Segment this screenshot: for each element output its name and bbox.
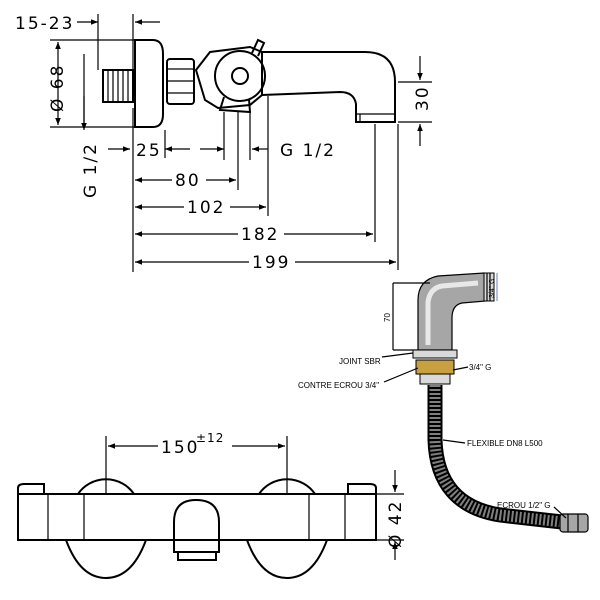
dim-g12-right-label: G 1/2 — [280, 141, 336, 161]
dim-g12-left-label: G 1/2 — [81, 142, 101, 198]
thermostat-bar — [17, 493, 377, 541]
dim-102-label: 102 — [187, 198, 225, 218]
contre-ecrou — [415, 359, 455, 375]
dim-150-tolerance: ±12 — [196, 431, 224, 445]
front-view: 150 ±12 Ø 42 — [17, 431, 406, 580]
right-valve-cap — [258, 478, 316, 495]
hose-detail: 3/4" G 70 JOINT SBR CONTRE ECROU 3/4" 3/… — [298, 272, 589, 533]
dim-d42-label: Ø 42 — [386, 500, 406, 548]
dim-182-label: 182 — [241, 225, 279, 245]
left-valve-cap — [77, 478, 135, 495]
handle-screw — [231, 67, 249, 85]
inlet-thread-lines — [107, 70, 129, 102]
label-joint-sbr: JOINT SBR — [339, 357, 381, 366]
top-view: 15-23 Ø 68 G 1/2 25 G 1/2 80 — [15, 14, 433, 273]
dim-80-label: 80 — [175, 171, 201, 191]
dim-70-label: 70 — [383, 313, 392, 322]
joint-sbr — [412, 349, 458, 359]
dim-25-label: 25 — [136, 141, 162, 161]
dim-d68-label: Ø 68 — [48, 64, 68, 112]
right-end-cap — [347, 483, 377, 494]
dim-15-23-label: 15-23 — [15, 14, 74, 34]
label-contre-ecrou: CONTRE ECROU 3/4" — [298, 381, 379, 390]
bath-spout — [261, 51, 396, 123]
left-end-cap — [17, 483, 45, 494]
handle-lever — [251, 38, 266, 57]
end-nut — [559, 513, 589, 533]
label-ecrou: ECROU 1/2" G — [497, 501, 551, 510]
dim-30-label: 30 — [413, 85, 433, 111]
label-3-4-g: 3/4" G — [469, 363, 491, 372]
dim-150-label: 150 — [161, 438, 199, 458]
outlet-thread — [483, 272, 495, 302]
label-flexible: FLEXIBLE DN8 L500 — [467, 439, 543, 448]
wall-rosette — [134, 39, 164, 128]
front-spout — [173, 498, 220, 553]
handle-knob — [214, 50, 266, 102]
dim-3-4-g-top-label: 3/4" G — [489, 278, 496, 298]
dim-199-label: 199 — [252, 253, 290, 273]
